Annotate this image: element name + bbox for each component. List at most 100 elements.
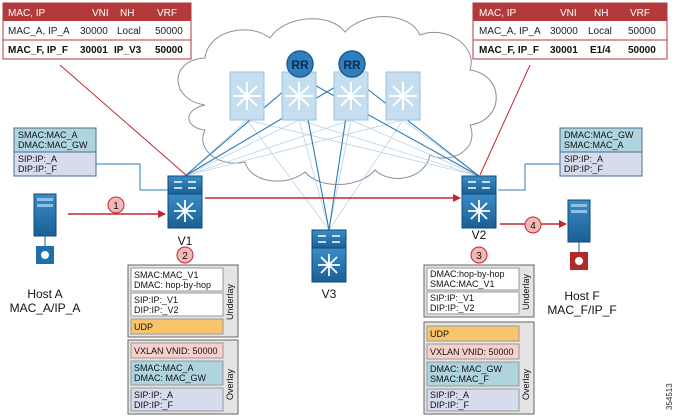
inner-header-field: DMAC: MAC_GW (134, 373, 207, 383)
host-f-frame: DMAC:MAC_GW SMAC:MAC_A SIP:IP:_A DIP:IP:… (559, 127, 643, 177)
inner-header-field: SMAC:MAC_A (134, 363, 194, 373)
route-table-v2: MAC, IP VNI NH VRF MAC_A, IP_A 30000 Loc… (472, 2, 668, 60)
host-a-address: MAC_A/IP_A (10, 301, 81, 315)
inner-header-field: SIP:IP:_A (134, 390, 173, 400)
step-1-marker: 1 (107, 196, 125, 214)
route-table-v1-col-nh: NH (120, 8, 134, 19)
underlay-label: Underlay (521, 273, 531, 310)
spine-leaf-link (298, 119, 330, 231)
frame-field: DMAC:MAC_GW (564, 130, 634, 140)
frame-field: SIP:IP:_A (564, 154, 603, 164)
overlay-label: Overlay (521, 368, 531, 400)
rr1-label: RR (291, 58, 309, 72)
frame-field: DIP:IP:_F (18, 164, 58, 174)
host-f-address: MAC_F/IP_F (547, 303, 616, 317)
host-a-name: Host A (27, 287, 62, 301)
route-reflector-2: RR (338, 50, 366, 78)
spine-leaf-link (328, 119, 404, 231)
spine-switch-4 (385, 71, 421, 121)
spine-switch-3 (333, 71, 369, 121)
route-table-v1-cell: 30001 (80, 45, 108, 56)
host-a-label: Host A MAC_A/IP_A (10, 287, 81, 315)
host-f-name: Host F (564, 289, 599, 303)
route-table-v2-cell: 50000 (628, 26, 656, 37)
vtep-v3 (311, 229, 347, 283)
svg-text:3: 3 (476, 251, 482, 262)
outer-header-field: SIP:IP:_V1 (430, 293, 474, 303)
vxlan-header: VXLAN VNID: 50000 (134, 346, 218, 356)
spine-leaf-link (298, 119, 480, 177)
host-f-frame-connector (498, 163, 560, 191)
figure-id: 354513 (665, 383, 674, 410)
frame-field: DIP:IP:_F (564, 164, 604, 174)
packet-v1: SMAC:MAC_V1 DMAC: hop-by-hop SIP:IP:_V1 … (127, 264, 239, 415)
route-table-v2-cell: 30001 (550, 45, 578, 56)
rr-leaf-link (351, 76, 480, 177)
spine-leaf-link (184, 119, 300, 177)
rr-leaf-link (299, 76, 480, 177)
inner-header-field: DIP:IP:_F (134, 400, 174, 410)
inner-header-field: SIP:IP:_A (430, 390, 469, 400)
step-2-marker: 2 (176, 246, 194, 264)
route-table-v1-col-vni: VNI (92, 8, 109, 19)
svg-text:2: 2 (182, 251, 188, 262)
rr2-label: RR (343, 58, 361, 72)
host-f-server-icon (567, 199, 591, 270)
route-table-v1-cell: MAC_A, IP_A (8, 26, 70, 37)
route-table-v2-col-vrf: VRF (630, 8, 650, 19)
route-table-v2-cell: MAC_F, IP_F (479, 45, 539, 56)
udp-header: UDP (430, 329, 449, 339)
outer-header-field: DMAC: hop-by-hop (134, 280, 211, 290)
outer-header-field: SMAC:MAC_V1 (134, 270, 199, 280)
route-table-v1-col-vrf: VRF (157, 8, 177, 19)
underlay-label: Underlay (225, 283, 235, 320)
route-table-v1: MAC, IP VNI NH VRF MAC_A, IP_A 30000 Loc… (2, 2, 192, 60)
outer-header-field: SIP:IP:_V1 (134, 295, 178, 305)
rr-leaf-link (184, 76, 353, 177)
route-table-v2-col-mac-ip: MAC, IP (479, 8, 517, 19)
route-table-v2-cell: 50000 (628, 45, 656, 56)
v2-label: V2 (472, 228, 487, 242)
table-callout-right (479, 64, 531, 176)
spine-leaf-link (328, 119, 352, 231)
outer-header-field: DMAC:hop-by-hop (430, 269, 505, 279)
route-table-v1-col-mac-ip: MAC, IP (8, 8, 46, 19)
vtep-v1 (167, 175, 203, 229)
step-3-marker: 3 (470, 246, 488, 264)
outer-header-field: DIP:IP:_V2 (430, 303, 475, 313)
host-f-label: Host F MAC_F/IP_F (547, 289, 616, 317)
inner-header-field: DIP:IP:_F (430, 400, 470, 410)
host-a-server-icon (33, 193, 57, 264)
spine-leaf-link (184, 119, 404, 177)
frame-field: SIP:IP:_A (18, 154, 57, 164)
frame-field: SMAC:MAC_A (18, 130, 78, 140)
route-table-v1-cell: MAC_F, IP_F (8, 45, 68, 56)
route-table-v2-cell: E1/4 (590, 45, 611, 56)
route-table-v2-cell: MAC_A, IP_A (479, 26, 541, 37)
route-table-v1-cell: 50000 (155, 26, 183, 37)
route-table-v1-cell: Local (117, 26, 141, 37)
spine-leaf-link (246, 119, 330, 231)
udp-header: UDP (134, 322, 153, 332)
host-a-frame: SMAC:MAC_A DMAC:MAC_GW SIP:IP:_A DIP:IP:… (13, 127, 97, 177)
route-table-v1-cell: IP_V3 (114, 45, 142, 56)
route-table-v2-cell: Local (588, 26, 612, 37)
vxlan-header: VXLAN VNID: 50000 (430, 347, 514, 357)
spine-switch-1 (229, 71, 265, 121)
inner-header-field: DMAC: MAC_GW (430, 364, 503, 374)
table-callout-left (59, 64, 187, 176)
route-table-v1-cell: 30000 (80, 26, 108, 37)
route-reflector-1: RR (286, 50, 314, 78)
frame-field: DMAC:MAC_GW (18, 140, 88, 150)
packet-v2: DMAC:hop-by-hop SMAC:MAC_V1 SIP:IP:_V1 D… (423, 264, 535, 415)
rr-leaf-link (184, 76, 301, 177)
vtep-v2 (461, 175, 497, 229)
route-table-v2-cell: 30000 (550, 26, 578, 37)
spine-leaf-link (350, 119, 480, 177)
inner-header-field: SMAC:MAC_F (430, 374, 490, 384)
svg-text:4: 4 (530, 221, 536, 232)
outer-header-field: DIP:IP:_V2 (134, 305, 179, 315)
step-4-marker: 4 (524, 216, 542, 234)
fabric-mesh-links (184, 119, 480, 231)
